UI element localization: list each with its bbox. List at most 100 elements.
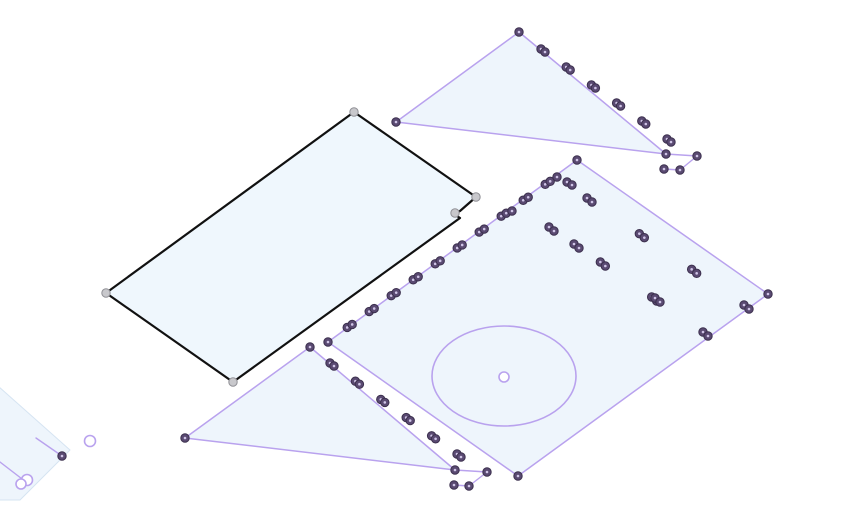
square-panel-vertex-right[interactable] <box>763 289 773 299</box>
top-triangle-tab-vertex-3-core <box>662 167 666 171</box>
top-triangle-slots-pin-2b[interactable] <box>590 83 601 93</box>
square-panel-row3-pin-0a-core <box>572 242 576 246</box>
square-panel-row3-pin-1a-core <box>653 296 657 300</box>
square-panel-vertex-extra-2-core <box>510 209 514 213</box>
square-panel-left-slots-pin-8a-core <box>521 198 525 202</box>
partial-panel-vertex-1[interactable] <box>57 451 67 461</box>
top-triangle-slots-pin-4b[interactable] <box>641 119 651 129</box>
square-panel-left-slots-pin-2a-core <box>389 294 393 297</box>
square-panel-row0-pin-0a-core <box>565 180 569 184</box>
square-panel-left-slots-pin-2b[interactable] <box>391 287 401 298</box>
top-triangle-vertex-left[interactable] <box>391 117 401 127</box>
square-panel-left-slots-pin-5b[interactable] <box>457 240 467 250</box>
top-triangle-slots-pin-4b-core <box>644 122 648 126</box>
bottom-triangle-vertex-right[interactable] <box>450 465 460 475</box>
square-panel-row0-pin-0b[interactable] <box>567 180 577 190</box>
square-panel-left-slots-pin-1b[interactable] <box>369 303 379 314</box>
bottom-triangle-slots-pin-5b-core <box>459 455 463 459</box>
square-panel-vertex-left[interactable] <box>323 337 333 347</box>
top-triangle-vertex-right-core <box>664 152 668 156</box>
selected-rectangle-vertex-bottom[interactable] <box>228 377 238 387</box>
square-panel-vertex-extra-1[interactable] <box>552 172 562 182</box>
bottom-triangle-slots-pin-2b-core <box>383 401 387 404</box>
top-triangle-tab-vertex-2[interactable] <box>675 165 685 175</box>
bottom-triangle-tab-vertex-2[interactable] <box>464 481 474 491</box>
square-panel-left-slots-pin-7b-core <box>504 211 508 215</box>
square-panel-row2-pin-0b[interactable] <box>549 226 559 236</box>
square-panel-left-slots-pin-6b[interactable] <box>479 224 489 234</box>
square-panel-left-slots-pin-6a-core <box>477 230 481 234</box>
square-panel-row1-pin-3a-core <box>742 303 746 307</box>
bottom-triangle-vertex-left[interactable] <box>180 433 190 443</box>
square-panel-row2-pin-1a-core <box>599 260 602 264</box>
square-panel-left-slots-pin-3b[interactable] <box>413 272 423 282</box>
square-panel-left-slots-pin-4a[interactable] <box>430 259 440 269</box>
selected-rectangle-vertex-right[interactable] <box>471 192 481 202</box>
square-panel-left-slots-pin-4b[interactable] <box>435 256 445 266</box>
square-panel-row1-pin-2b[interactable] <box>691 268 702 279</box>
square-panel-left-slots-pin-3a-core <box>411 278 415 282</box>
bottom-triangle-tab-vertex-3[interactable] <box>449 480 459 490</box>
bottom-triangle-slots-pin-0b[interactable] <box>329 361 339 371</box>
top-triangle-tab-vertex-2-core <box>678 168 682 172</box>
bottom-triangle-vertex-top[interactable] <box>305 342 315 352</box>
square-panel-row3-pin-0b[interactable] <box>574 243 584 253</box>
square-panel-row1-pin-0a-core <box>585 196 589 200</box>
square-panel-left-slots-pin-0b[interactable] <box>347 319 357 330</box>
partial-panel-face[interactable] <box>0 370 71 501</box>
bottom-triangle-tab-vertex-1[interactable] <box>482 467 492 477</box>
top-triangle-tab-vertex-3[interactable] <box>659 164 669 174</box>
square-panel-row3-pin-1b-core <box>658 300 662 304</box>
partial-panel-open-vertex-1[interactable] <box>83 434 97 448</box>
square-panel-row2-pin-3a-core <box>701 330 705 334</box>
square-panel-row1-pin-3b[interactable] <box>744 304 754 314</box>
top-triangle-vertex-top[interactable] <box>514 27 524 37</box>
selected-rectangle-vertex-top-dot <box>349 107 359 117</box>
top-triangle-slots-pin-5b[interactable] <box>666 137 676 147</box>
square-panel-row3-pin-1b[interactable] <box>655 297 665 307</box>
square-panel-left-slots-pin-3b-core <box>416 275 420 279</box>
square-panel-vertex-extra-2[interactable] <box>507 206 517 216</box>
bottom-triangle-slots-pin-3b[interactable] <box>405 415 415 426</box>
selected-rectangle-vertex-top[interactable] <box>349 107 359 117</box>
top-triangle-face[interactable] <box>395 31 667 155</box>
top-triangle-slots-pin-0b[interactable] <box>540 47 550 57</box>
partial-panel-open-vertex-3[interactable] <box>15 478 27 490</box>
square-panel-row2-pin-3b[interactable] <box>703 331 713 341</box>
top-triangle-slots-pin-0b-core <box>543 50 547 54</box>
top-triangle-vertex-left-core <box>394 120 398 124</box>
selected-rectangle-vertex-notch[interactable] <box>450 208 460 218</box>
top-triangle-slots-pin-3b[interactable] <box>615 101 626 111</box>
square-panel-row3-pin-0b-core <box>577 246 581 250</box>
selected-rectangle-vertex-left[interactable] <box>101 288 111 298</box>
bottom-triangle-slots-pin-4b[interactable] <box>430 434 441 444</box>
square-panel-left-slots-pin-9b[interactable] <box>545 176 555 187</box>
square-panel-row2-pin-1b[interactable] <box>600 261 611 271</box>
square-panel-left-slots-pin-4a-core <box>433 262 437 266</box>
square-panel-row1-pin-1b[interactable] <box>639 232 650 243</box>
square-panel-row1-pin-0b-core <box>590 200 594 204</box>
square-panel-hole-center[interactable] <box>498 371 510 383</box>
square-panel-left-slots-pin-8b[interactable] <box>523 192 533 202</box>
selected-rectangle-vertex-left-dot <box>101 288 111 298</box>
square-panel-left-slots-pin-4b-core <box>438 259 442 263</box>
top-triangle-slots-pin-1b[interactable] <box>565 65 575 75</box>
top-triangle-tab-vertex-1[interactable] <box>692 151 702 161</box>
top-triangle-vertex-right[interactable] <box>661 149 671 159</box>
bottom-triangle-slots-pin-2b[interactable] <box>380 397 390 408</box>
square-panel-left-slots-pin-6b-core <box>482 227 486 231</box>
square-panel-vertex-bottom[interactable] <box>513 471 523 481</box>
faces-layer <box>0 31 769 501</box>
square-panel-row1-pin-0b[interactable] <box>587 197 597 207</box>
square-panel-vertex-top[interactable] <box>572 155 582 165</box>
square-panel-left-slots-pin-1b-core <box>372 307 376 310</box>
square-panel-left-slots-pin-0b-core <box>350 323 354 326</box>
bottom-triangle-slots-pin-1b[interactable] <box>354 379 365 389</box>
square-panel-hole-outline <box>431 325 577 427</box>
bottom-triangle-slots-pin-5b[interactable] <box>456 452 466 462</box>
bottom-triangle-slots-pin-4b-core <box>434 437 437 441</box>
bottom-triangle-face[interactable] <box>184 346 456 471</box>
top-triangle-vertex-top-core <box>517 30 521 34</box>
